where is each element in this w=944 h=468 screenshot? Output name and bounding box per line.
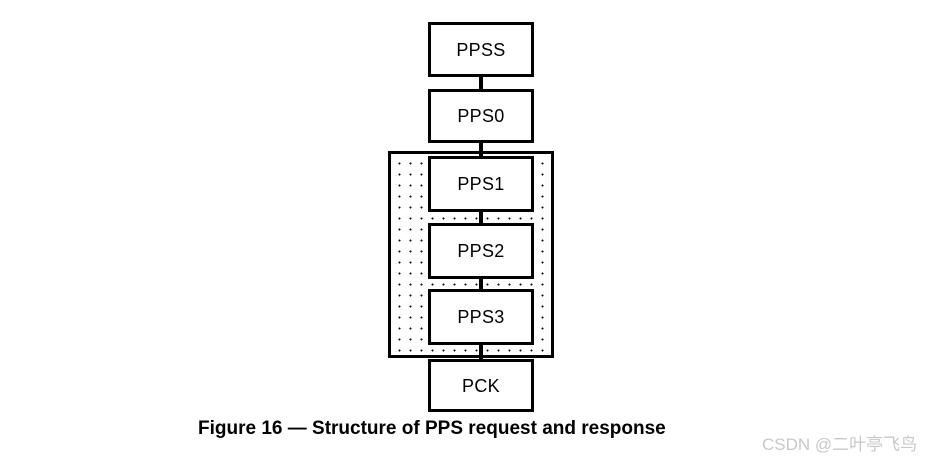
node-pps0: PPS0 [428, 89, 534, 143]
node-pps2: PPS2 [428, 223, 534, 279]
node-pps1-label: PPS1 [457, 174, 505, 194]
node-pck: PCK [428, 359, 534, 412]
node-pps1: PPS1 [428, 156, 534, 212]
node-pck-label: PCK [462, 375, 500, 396]
connector-pps0-pps1 [479, 141, 483, 158]
connector-pps3-pck [479, 343, 483, 361]
node-pps0-label: PPS0 [457, 106, 505, 126]
node-pps3-label: PPS3 [457, 307, 505, 327]
watermark-text: CSDN @二叶亭飞鸟 [762, 435, 918, 454]
node-ppss-label: PPSS [456, 39, 506, 60]
connector-ppss-pps0 [479, 75, 483, 91]
node-pps2-label: PPS2 [457, 241, 505, 261]
node-pps3: PPS3 [428, 289, 534, 345]
connector-pps1-pps2 [479, 210, 483, 225]
figure-caption: Figure 16 — Structure of PPS request and… [198, 418, 666, 439]
node-ppss: PPSS [428, 22, 534, 77]
connector-pps2-pps3 [479, 277, 483, 291]
